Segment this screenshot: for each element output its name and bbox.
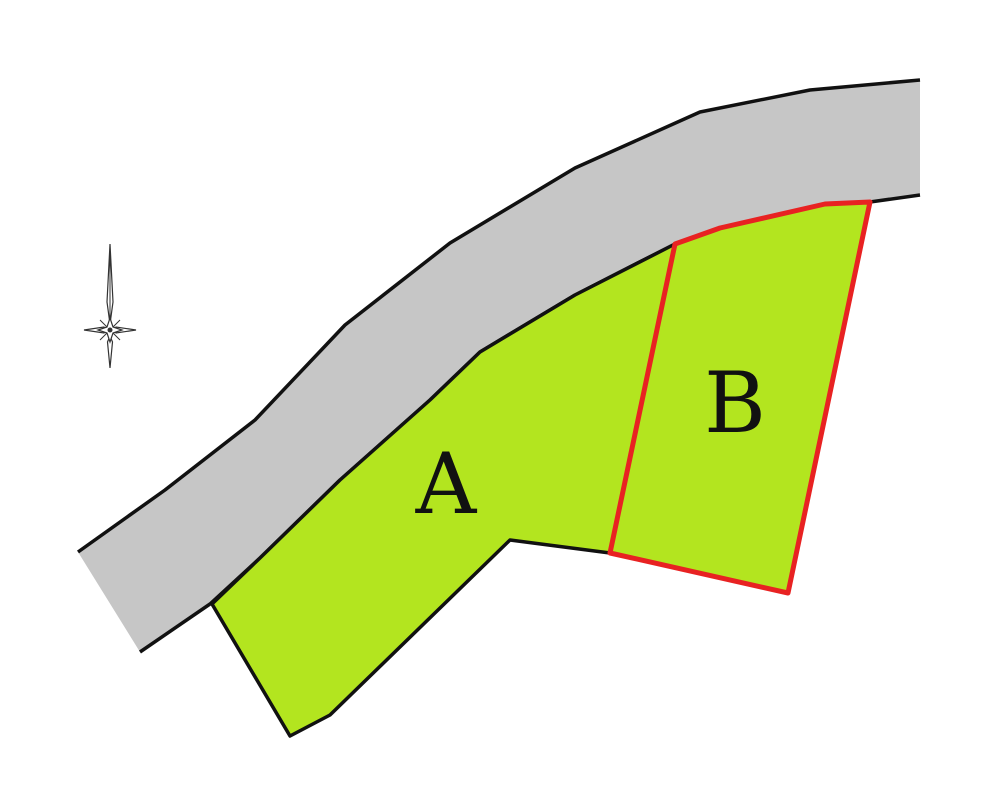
lot-a-parcel bbox=[210, 242, 677, 738]
road-surface bbox=[78, 80, 920, 652]
lot-a-label: A bbox=[415, 435, 478, 533]
lot-b[interactable]: B bbox=[607, 199, 873, 596]
lot-b-parcel bbox=[607, 199, 873, 596]
lot-a[interactable]: A bbox=[210, 242, 677, 738]
lot-b-label: B bbox=[704, 354, 766, 452]
road-edge-north bbox=[76, 78, 921, 554]
compass-rose-icon bbox=[83, 243, 137, 369]
